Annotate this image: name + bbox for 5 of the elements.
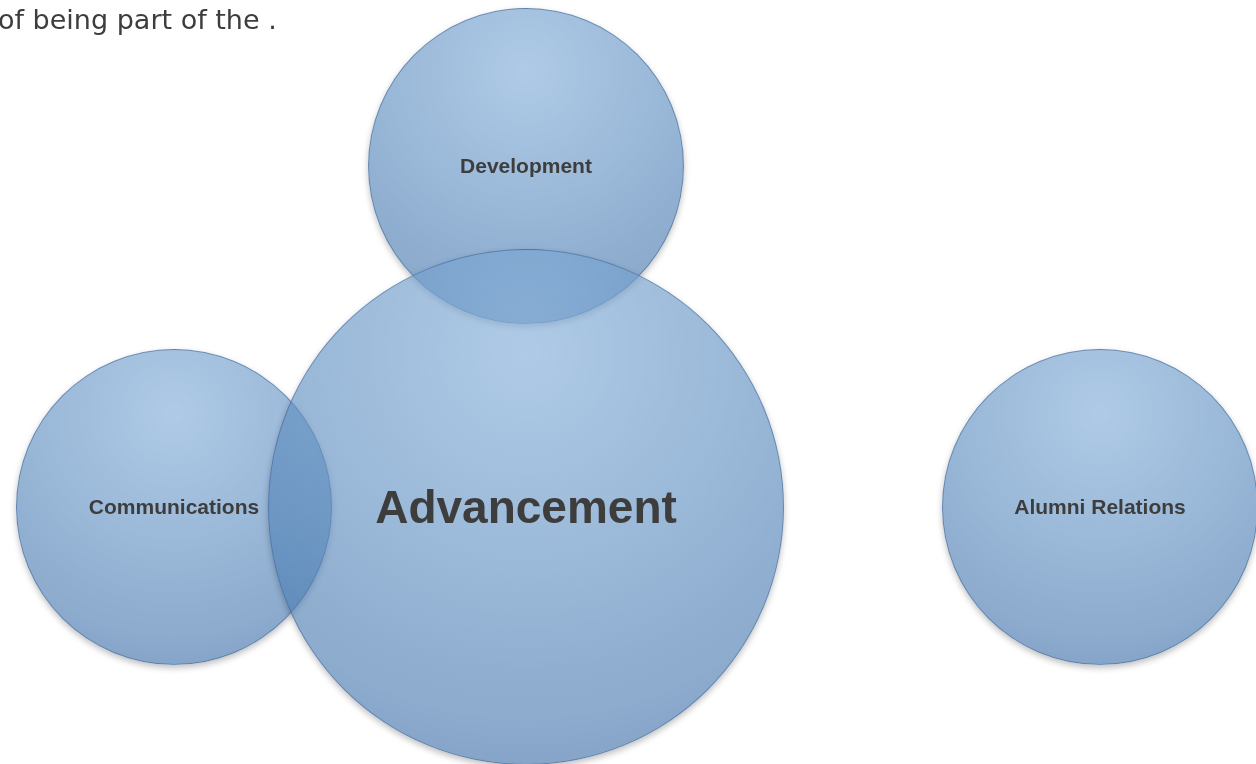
- text-fragment: of being part of the .: [0, 3, 278, 37]
- circle-label: Alumni Relations: [1014, 495, 1186, 519]
- circle-label: Communications: [88, 495, 260, 519]
- circle-label: Advancement: [375, 480, 677, 534]
- circle-label: Development: [460, 154, 592, 178]
